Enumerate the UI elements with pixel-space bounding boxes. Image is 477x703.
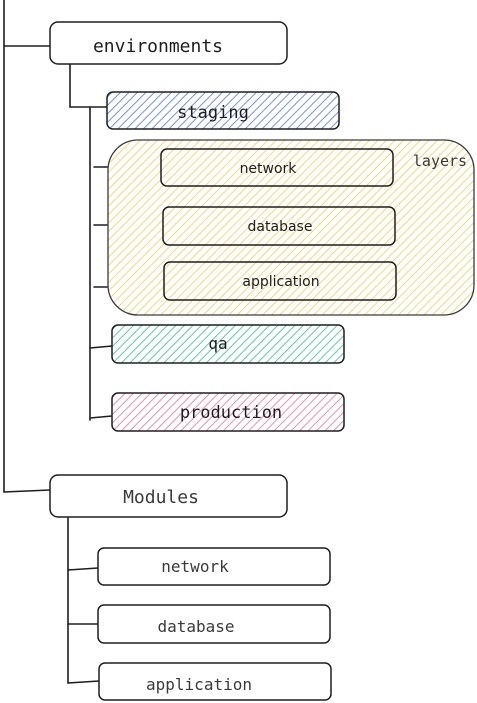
staging-label: staging [177, 103, 249, 123]
environments-node[interactable]: environments [49, 21, 288, 65]
connector-module-application [67, 680, 100, 684]
layer-application-label: application [242, 274, 319, 290]
qa-node[interactable]: qa [111, 324, 345, 364]
staging-node[interactable]: staging [106, 91, 340, 130]
connector-modules [3, 489, 51, 493]
connector-env-to-staging [69, 63, 108, 108]
module-network-label: network [161, 557, 229, 576]
module-application-label: application [146, 675, 252, 694]
connector-module-network [67, 567, 99, 571]
layers-label: layers [413, 152, 467, 170]
qa-label: qa [208, 334, 227, 353]
module-network-node[interactable]: network [97, 547, 331, 586]
module-application-node[interactable]: application [98, 662, 332, 701]
production-label: production [180, 403, 282, 423]
modules-label: Modules [123, 487, 199, 508]
modules-node[interactable]: Modules [49, 474, 288, 518]
layer-database-label: database [248, 219, 313, 235]
environments-label: environments [93, 36, 223, 57]
layer-application-node[interactable]: application [163, 261, 397, 301]
layer-database-node[interactable]: database [162, 206, 396, 246]
connector-qa [89, 345, 113, 349]
production-node[interactable]: production [111, 392, 345, 432]
module-database-label: database [157, 617, 234, 636]
layer-network-label: network [240, 161, 298, 177]
tree-connectors [3, 0, 165, 684]
module-database-node[interactable]: database [97, 604, 331, 644]
layer-network-node[interactable]: network [160, 148, 394, 187]
connector-production [89, 415, 113, 419]
